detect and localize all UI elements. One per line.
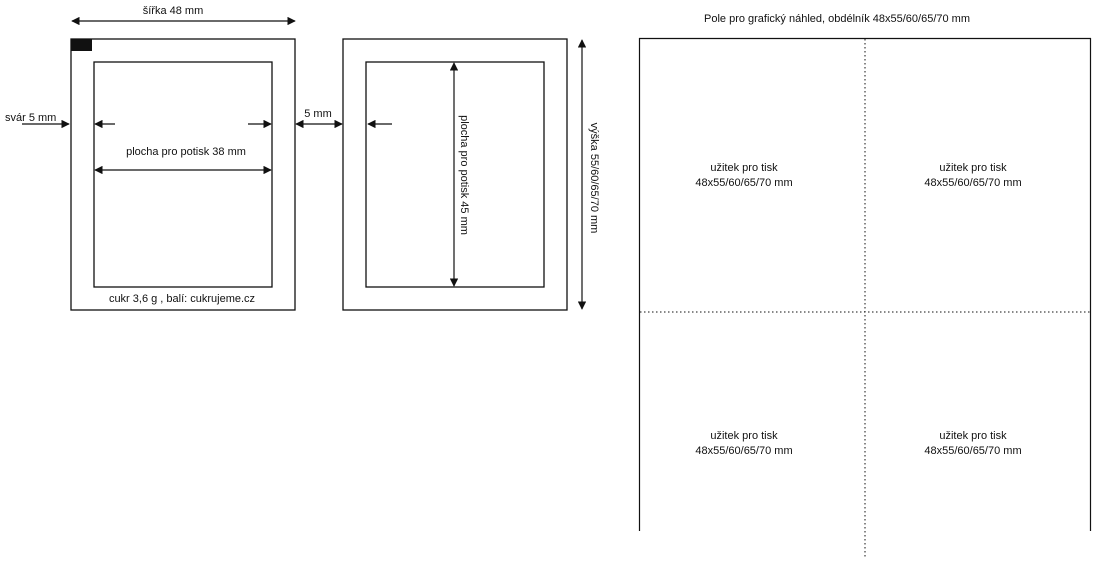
preview-cell: užitek pro tisk 48x55/60/65/70 mm [924,430,1021,457]
corner-marker [71,39,92,51]
footer-label: cukr 3,6 g , balí: cukrujeme.cz [109,293,255,305]
front-outer-box [70,38,296,311]
front-face [70,38,296,311]
cell-size: 48x55/60/65/70 mm [924,177,1021,189]
cell-label: užitek pro tisk [939,162,1007,174]
seam-label: svár 5 mm [5,112,56,124]
back-face [342,38,568,311]
preview-cell: užitek pro tisk 48x55/60/65/70 mm [924,162,1021,189]
back-print-area [365,61,545,288]
front-print-area [93,61,273,288]
print-area-height-label: plocha pro potisk 45 mm [458,115,470,235]
cell-size: 48x55/60/65/70 mm [924,445,1021,457]
preview-cell: užitek pro tisk 48x55/60/65/70 mm [695,430,792,457]
back-outer-box [342,38,568,311]
cell-label: užitek pro tisk [710,430,778,442]
cell-label: užitek pro tisk [710,162,778,174]
gap-label: 5 mm [304,108,332,120]
height-label: výška 55/60/65/70 mm [588,123,600,234]
cell-label: užitek pro tisk [939,430,1007,442]
preview-cell: užitek pro tisk 48x55/60/65/70 mm [695,162,792,189]
print-area-width-label: plocha pro potisk 38 mm [126,146,246,158]
preview-title: Pole pro grafický náhled, obdélník 48x55… [704,13,970,25]
width-label: šířka 48 mm [143,5,204,17]
cell-size: 48x55/60/65/70 mm [695,445,792,457]
cell-size: 48x55/60/65/70 mm [695,177,792,189]
preview-panel: Pole pro grafický náhled, obdélník 48x55… [638,13,1092,557]
